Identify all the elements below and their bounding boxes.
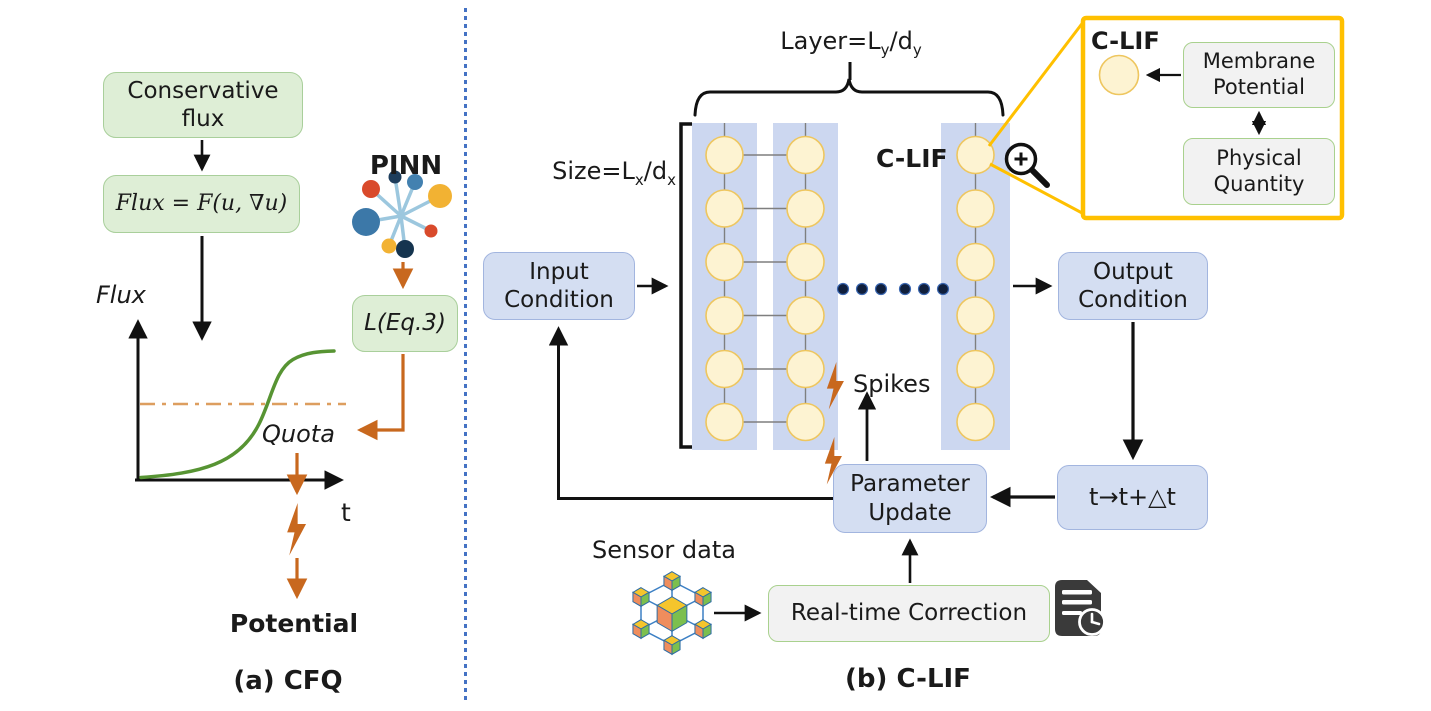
feedback-param-to-input: [548, 326, 833, 500]
pinn-network-icon: [352, 170, 452, 258]
layer-count-label: Layer=Ly/dy: [751, 27, 951, 59]
physical-quantity-label: Physical Quantity: [1213, 145, 1305, 196]
input-condition-box: Input Condition: [483, 252, 635, 320]
layer-label-pre: Layer=L: [780, 27, 881, 55]
hidden-layers-ellipsis: [836, 282, 950, 296]
magnifier-zoom-icon: [1004, 142, 1050, 188]
quota-label: Quota: [262, 420, 335, 448]
realtime-correction-box: Real-time Correction: [768, 585, 1050, 642]
size-label-sub2: x: [667, 170, 676, 189]
size-count-label: Size=Lx/dx: [548, 157, 676, 189]
document-clock-icon: [1055, 580, 1106, 636]
parameter-update-label: Parameter Update: [850, 471, 970, 526]
layer-label-sub2: y: [912, 40, 922, 59]
flux-formula-box: Flux = F(u, ∇u): [103, 175, 300, 233]
loss-eq3-label: L(Eq.3): [364, 310, 446, 337]
physical-quantity-box: Physical Quantity: [1183, 138, 1335, 205]
panel-a-caption: (a) CFQ: [233, 666, 343, 696]
conservative-flux-box: Conservative flux: [103, 72, 303, 138]
conservative-flux-label: Conservative flux: [127, 77, 279, 132]
realtime-correction-label: Real-time Correction: [790, 600, 1028, 627]
parameter-update-box: Parameter Update: [833, 464, 987, 533]
flux-sigmoid-curve: [139, 349, 336, 480]
sensor-data-label: Sensor data: [592, 536, 736, 564]
size-bracket: [679, 122, 692, 449]
snn-layer-columns: [692, 123, 1010, 450]
input-condition-label: Input Condition: [504, 258, 614, 313]
time-step-label: t→t+△t: [1089, 482, 1176, 511]
layer-label-mid: /d: [889, 27, 913, 55]
inset-callout-lines: [987, 20, 1086, 216]
time-step-box: t→t+△t: [1057, 465, 1208, 530]
arrow-loss-to-quota: [356, 354, 405, 441]
inset-clif-title: C-LIF: [1091, 27, 1160, 55]
panel-b-caption: (b) C-LIF: [845, 664, 971, 694]
layer-label-sub1: y: [880, 40, 890, 59]
spikes-label: Spikes: [853, 370, 931, 398]
size-label-sub1: x: [634, 170, 644, 189]
lightning-bolt-icon: [287, 503, 307, 556]
potential-label: Potential: [229, 609, 359, 638]
output-condition-label: Output Condition: [1078, 258, 1188, 313]
membrane-potential-box: Membrane Potential: [1183, 42, 1335, 108]
layer-overbrace: [693, 62, 1005, 117]
clif-neuron-label: C-LIF: [876, 144, 948, 173]
neuron-circles: [705, 135, 995, 442]
output-condition-box: Output Condition: [1058, 252, 1208, 320]
flux-plot-axes: [128, 319, 344, 490]
membrane-potential-label: Membrane Potential: [1202, 49, 1316, 99]
loss-eq3-box: L(Eq.3): [352, 295, 458, 352]
pinn-title: PINN: [369, 151, 443, 181]
size-label-mid: /d: [643, 157, 668, 185]
size-label-pre: Size=L: [552, 157, 635, 185]
sensor-cube-lattice-icon: [633, 572, 711, 655]
flux-axis-label: Flux: [96, 281, 146, 309]
flux-formula-label: Flux = F(u, ∇u): [115, 190, 288, 216]
panel-divider: [464, 8, 467, 704]
t-axis-label: t: [341, 498, 351, 527]
neuron-connections: [723, 123, 977, 423]
